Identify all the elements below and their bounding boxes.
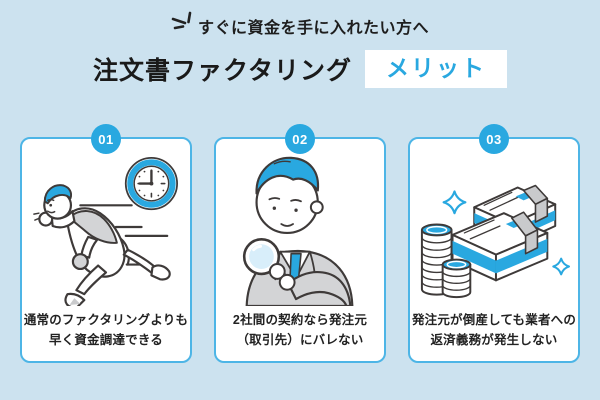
caption-line: 通常のファクタリングよりも [23,313,189,328]
benefit-card-01: 01 [20,124,192,363]
header-tagline-row: すぐに資金を手に入れたい方へ [0,11,600,40]
card-number-badge: 02 [285,124,315,154]
caption-line: 発注元が倒産しても業者への [411,313,577,328]
clock-icon [124,156,178,211]
card-number-badge: 01 [91,124,121,154]
caption-line: 2社間の契約なら発注元 [232,313,368,328]
caption-line: （取引先）にバレない [236,332,364,347]
card-caption: 通常のファクタリングよりも 早く資金調達できる [24,306,188,361]
benefit-card-03: 03 [408,124,580,363]
banknote-bundle-front [451,211,549,282]
running-person-with-clock-illustration [33,156,178,306]
header-title-row: 注文書ファクタリング メリット [0,46,600,92]
benefit-cards: 01 [0,124,600,363]
header-tagline: すぐに資金を手に入れたい方へ [197,20,429,37]
caption-line: 返済義務が発生しない [430,332,558,347]
card-number-badge: 03 [479,124,509,154]
benefit-card-02: 02 [214,124,386,363]
businessman-with-magnifying-glass-illustration [242,156,354,306]
coin-stack-short [441,258,472,299]
card-caption: 発注元が倒産しても業者への 返済義務が発生しない [412,306,576,361]
card-caption: 2社間の契約なら発注元 （取引先）にバレない [233,306,367,361]
sparkle-icon [442,190,467,215]
merit-highlight-badge: メリット [365,50,507,88]
caption-line: 早く資金調達できる [48,332,164,347]
sparkle-icon [552,257,571,276]
emphasis-lines-icon [171,11,193,36]
running-person [33,184,171,306]
money-stacks-and-coins-illustration [420,184,571,299]
page-title: 注文書ファクタリング [92,57,352,85]
